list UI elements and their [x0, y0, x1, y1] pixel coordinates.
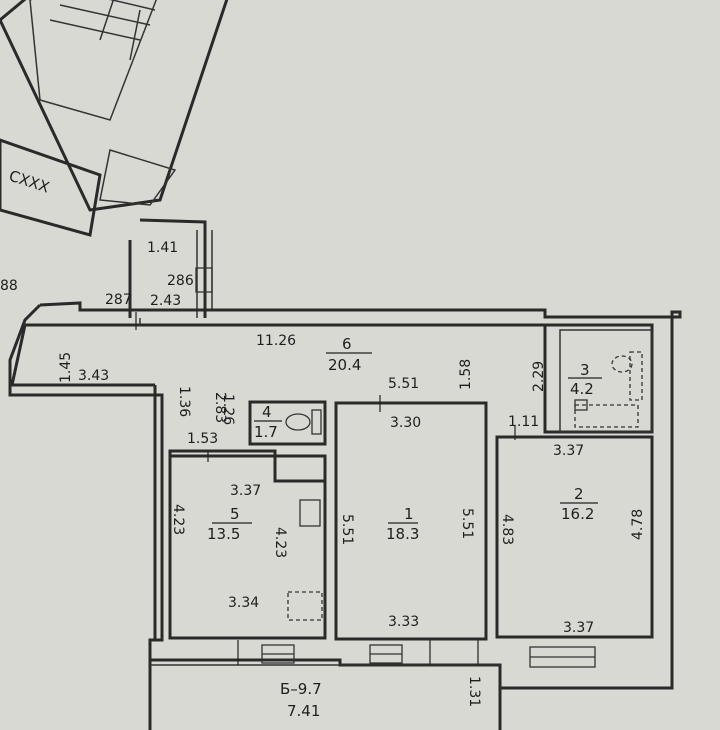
- tap-icon: [574, 399, 588, 411]
- hall-left-wall: [10, 324, 155, 387]
- dim-room5-left: 4.23: [170, 504, 186, 535]
- entrance-corridor: [128, 218, 213, 318]
- dim-room1-top-b: 3.30: [390, 415, 421, 431]
- room5-walls: [168, 454, 327, 640]
- dim-balcony-width: 7.41: [287, 702, 320, 720]
- room5-number: 5: [230, 505, 240, 523]
- dim-room5-top: 3.37: [230, 483, 261, 499]
- stair-label: СХХХ: [7, 167, 52, 197]
- corridor-wall: [139, 218, 207, 318]
- washer-icon: [629, 351, 643, 401]
- room5-area: 13.5: [207, 525, 240, 543]
- lift-block: [0, 138, 102, 237]
- room4-walls: [248, 400, 327, 446]
- windows: [261, 644, 596, 668]
- stair-landing: [99, 149, 177, 206]
- dim-small-c: 1.53: [187, 431, 218, 447]
- dim-room2-left: 4.83: [499, 514, 515, 545]
- stair-step: [49, 19, 141, 41]
- corridor-door: [195, 267, 213, 293]
- toilet-icon: [285, 413, 311, 431]
- room-5: [168, 449, 327, 640]
- stair-step: [59, 4, 151, 26]
- bathtub-icon: [574, 404, 639, 428]
- room1-area: 18.3: [386, 525, 419, 543]
- room-1: [334, 401, 488, 641]
- dim-left-width: 3.43: [78, 368, 109, 384]
- room2-number: 2: [574, 485, 584, 503]
- room5-notch: [168, 449, 327, 483]
- dim-2.43: 2.43: [150, 293, 181, 309]
- dim-88: 88: [0, 278, 18, 294]
- room-3: [543, 323, 654, 434]
- dim-room1-bottom: 3.33: [388, 614, 419, 630]
- dim-286: 286: [167, 273, 194, 289]
- dim-room2-right: 4.78: [630, 509, 646, 540]
- room-4: [248, 400, 327, 446]
- dim-room1-right: 5.51: [459, 508, 475, 539]
- room1-walls: [334, 401, 488, 641]
- room6-number: 6: [342, 335, 352, 353]
- heater-icon: [287, 591, 323, 621]
- room1-number: 1: [404, 505, 414, 523]
- dim-small-b: 1.26: [220, 394, 236, 425]
- closet-icon: [299, 499, 321, 527]
- room4-number: 4: [262, 403, 272, 421]
- stair-arrow-icon: [129, 9, 141, 61]
- staircase-outline: [0, 0, 229, 212]
- room3-area: 4.2: [570, 380, 594, 398]
- dim-1.41: 1.41: [147, 240, 178, 256]
- cistern-icon: [311, 409, 322, 435]
- dim-hall-right: 1.58: [458, 359, 474, 390]
- balcony: [148, 660, 502, 730]
- dim-left-height: 1.45: [58, 352, 74, 383]
- room-2: [495, 435, 654, 639]
- stair-step: [109, 0, 156, 11]
- dimension-ticks: [135, 312, 516, 665]
- room2-area: 16.2: [561, 505, 594, 523]
- sink-icon: [611, 355, 633, 373]
- dim-room3-width: 1.11: [508, 414, 539, 430]
- room6-area: 20.4: [328, 356, 361, 374]
- dim-balcony-depth: 1.31: [466, 676, 482, 707]
- dim-hall-height: 2.83: [212, 392, 228, 423]
- dim-small-a: 1.36: [176, 386, 192, 417]
- dim-room5-bottom: 3.34: [228, 595, 259, 611]
- dim-room1-left: 5.51: [339, 514, 355, 545]
- dim-hall-length: 11.26: [256, 333, 296, 349]
- dim-room2-top: 3.37: [553, 443, 584, 459]
- staircase-inner: [29, 0, 157, 121]
- room3-number: 3: [580, 361, 590, 379]
- dim-room5-right: 4.23: [272, 527, 288, 558]
- room2-walls: [495, 435, 654, 639]
- dim-room1-top-a: 5.51: [388, 376, 419, 392]
- dim-287: 287: [105, 292, 132, 308]
- stair-arrow-icon: [99, 0, 115, 41]
- balcony-label: Б–9.7: [280, 680, 322, 698]
- dim-room3-height: 2.29: [531, 361, 547, 392]
- room4-area: 1.7: [254, 423, 278, 441]
- dim-room2-bottom: 3.37: [563, 620, 594, 636]
- room3-inner: [559, 329, 653, 433]
- staircase-block: СХХХ: [0, 0, 229, 237]
